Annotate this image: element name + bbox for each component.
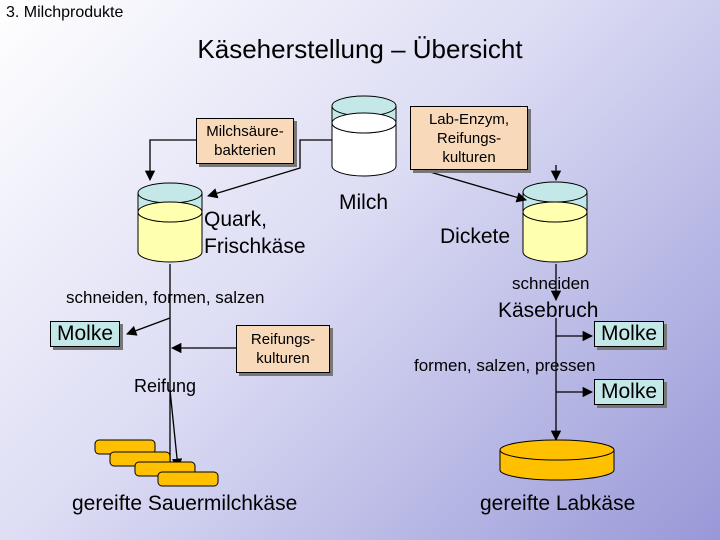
reifung-label: Reifung (134, 376, 197, 396)
labkaese-cheese-icon (499, 439, 615, 481)
sauermilchkaese-cheese-icon (94, 439, 219, 487)
lab-enzym-box: Lab-Enzym, Reifungs- kulturen (410, 106, 528, 170)
quark-container-icon (137, 182, 203, 263)
molke-right-2-label: Molke (594, 379, 665, 405)
kaesebruch-label: Käsebruch (498, 299, 599, 322)
schneiden-label: schneiden (512, 274, 590, 293)
section-heading: 3. Milchprodukte (6, 4, 124, 21)
reifungskulturen-box: Reifungs- kulturen (236, 325, 330, 373)
molke-right-1-label: Molke (594, 321, 665, 347)
molke-left-label: Molke (50, 321, 121, 347)
labkaese-label: gereifte Labkäse (480, 492, 636, 515)
milk-container-icon (331, 95, 397, 177)
milchsaeurebakterien-box: Milchsäure- bakterien (196, 118, 294, 164)
formen-salzen-pressen-label: formen, salzen, pressen (414, 356, 596, 375)
sauermilchkaese-label: gereifte Sauermilchkäse (72, 492, 298, 515)
page-title: Käseherstellung – Übersicht (197, 34, 523, 64)
dickete-label: Dickete (440, 225, 511, 248)
quark-label: Quark, Frischkäse (204, 208, 306, 258)
milch-label: Milch (339, 191, 389, 214)
dickete-container-icon (522, 181, 588, 263)
schneiden-formen-salzen-label: schneiden, formen, salzen (66, 288, 265, 307)
